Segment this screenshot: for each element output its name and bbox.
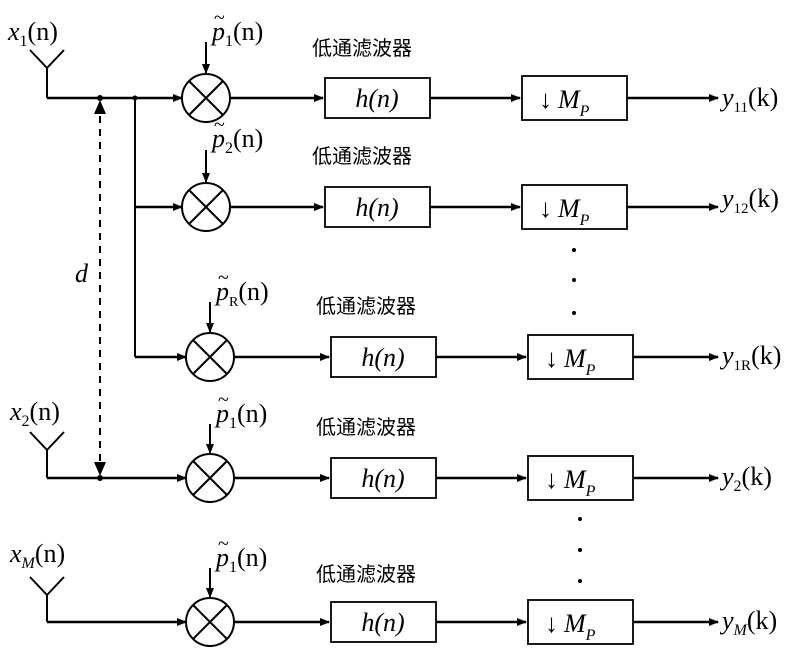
tilde-5: ~ bbox=[218, 533, 229, 555]
mixer-1-icon bbox=[181, 73, 231, 123]
decimator-text-1: ↓MP bbox=[539, 85, 590, 120]
decimator-text-4: ↓MP bbox=[545, 465, 596, 500]
filter-text-3: h(n) bbox=[361, 343, 404, 372]
output-label-3: y1R(k) bbox=[719, 341, 781, 374]
filter-box-2 bbox=[324, 186, 431, 228]
decimator-text-2: ↓MP bbox=[539, 194, 590, 229]
input-label-5: xM(n) bbox=[9, 539, 65, 572]
junction-dot-1 bbox=[97, 95, 103, 101]
mixer-2-icon bbox=[181, 182, 231, 232]
antenna-1-icon bbox=[29, 49, 65, 98]
filter-caption-2: 低通滤波器 bbox=[312, 144, 412, 168]
osc-label-4: p1(n) bbox=[214, 399, 267, 432]
channel-row-5: xM(n) p1(n) ~ 低通滤波器 h(n) ↓MP yM(k) bbox=[9, 533, 777, 647]
tilde-3: ~ bbox=[218, 267, 229, 289]
osc-label-1: p1(n) bbox=[210, 17, 263, 50]
filter-text-2: h(n) bbox=[355, 193, 398, 222]
distance-indicator bbox=[94, 100, 106, 476]
decimator-box-2 bbox=[521, 184, 628, 230]
filter-caption-1: 低通滤波器 bbox=[312, 36, 412, 60]
channel-row-2: p2(n) ~ 低通滤波器 h(n) ↓MP y12(k) bbox=[135, 114, 779, 232]
filter-caption-4: 低通滤波器 bbox=[316, 415, 416, 439]
output-label-4: y2(k) bbox=[719, 462, 772, 495]
output-label-2: y12(k) bbox=[719, 184, 779, 217]
decimator-text-3: ↓MP bbox=[545, 344, 596, 379]
output-label-1: y11(k) bbox=[719, 83, 778, 116]
filter-text-5: h(n) bbox=[361, 608, 404, 637]
filter-text-1: h(n) bbox=[355, 84, 398, 113]
antenna-m-icon bbox=[29, 576, 65, 622]
osc-label-3: pR(n) bbox=[214, 277, 269, 310]
filter-box-4 bbox=[330, 457, 437, 499]
filter-caption-5: 低通滤波器 bbox=[316, 562, 416, 586]
filter-caption-3: 低通滤波器 bbox=[316, 294, 416, 318]
ellipsis-dots-1 bbox=[572, 248, 576, 315]
mixer-3-icon bbox=[185, 332, 235, 382]
decimator-box-4 bbox=[527, 455, 634, 501]
tilde-1: ~ bbox=[214, 7, 225, 29]
distance-label: d bbox=[75, 259, 89, 288]
osc-label-5: p1(n) bbox=[214, 543, 267, 576]
tilde-4: ~ bbox=[218, 389, 229, 411]
filter-text-4: h(n) bbox=[361, 464, 404, 493]
decimator-box-5 bbox=[527, 599, 634, 645]
mixer-4-icon bbox=[185, 453, 235, 503]
decimator-box-3 bbox=[527, 334, 634, 380]
osc-label-2: p2(n) bbox=[210, 124, 263, 157]
antenna-2-icon bbox=[29, 431, 65, 478]
filter-box-1 bbox=[324, 77, 431, 119]
input-label-4: x2(n) bbox=[9, 397, 60, 430]
tilde-2: ~ bbox=[214, 114, 225, 136]
output-label-5: yM(k) bbox=[719, 606, 777, 639]
channel-row-3: pR(n) ~ 低通滤波器 h(n) ↓MP y1R(k) bbox=[135, 267, 781, 382]
decimator-text-5: ↓MP bbox=[545, 609, 596, 644]
filter-box-3 bbox=[330, 336, 437, 378]
channel-row-4: x2(n) p1(n) ~ 低通滤波器 h(n) ↓MP y2(k) bbox=[9, 389, 772, 503]
channel-row-1: x1(n) p1(n) ~ 低通滤波器 h(n) ↓MP y11(k) bbox=[7, 7, 778, 123]
input-label-1: x1(n) bbox=[7, 17, 58, 50]
ellipsis-dots-2 bbox=[578, 517, 582, 583]
mixer-5-icon bbox=[185, 597, 235, 647]
